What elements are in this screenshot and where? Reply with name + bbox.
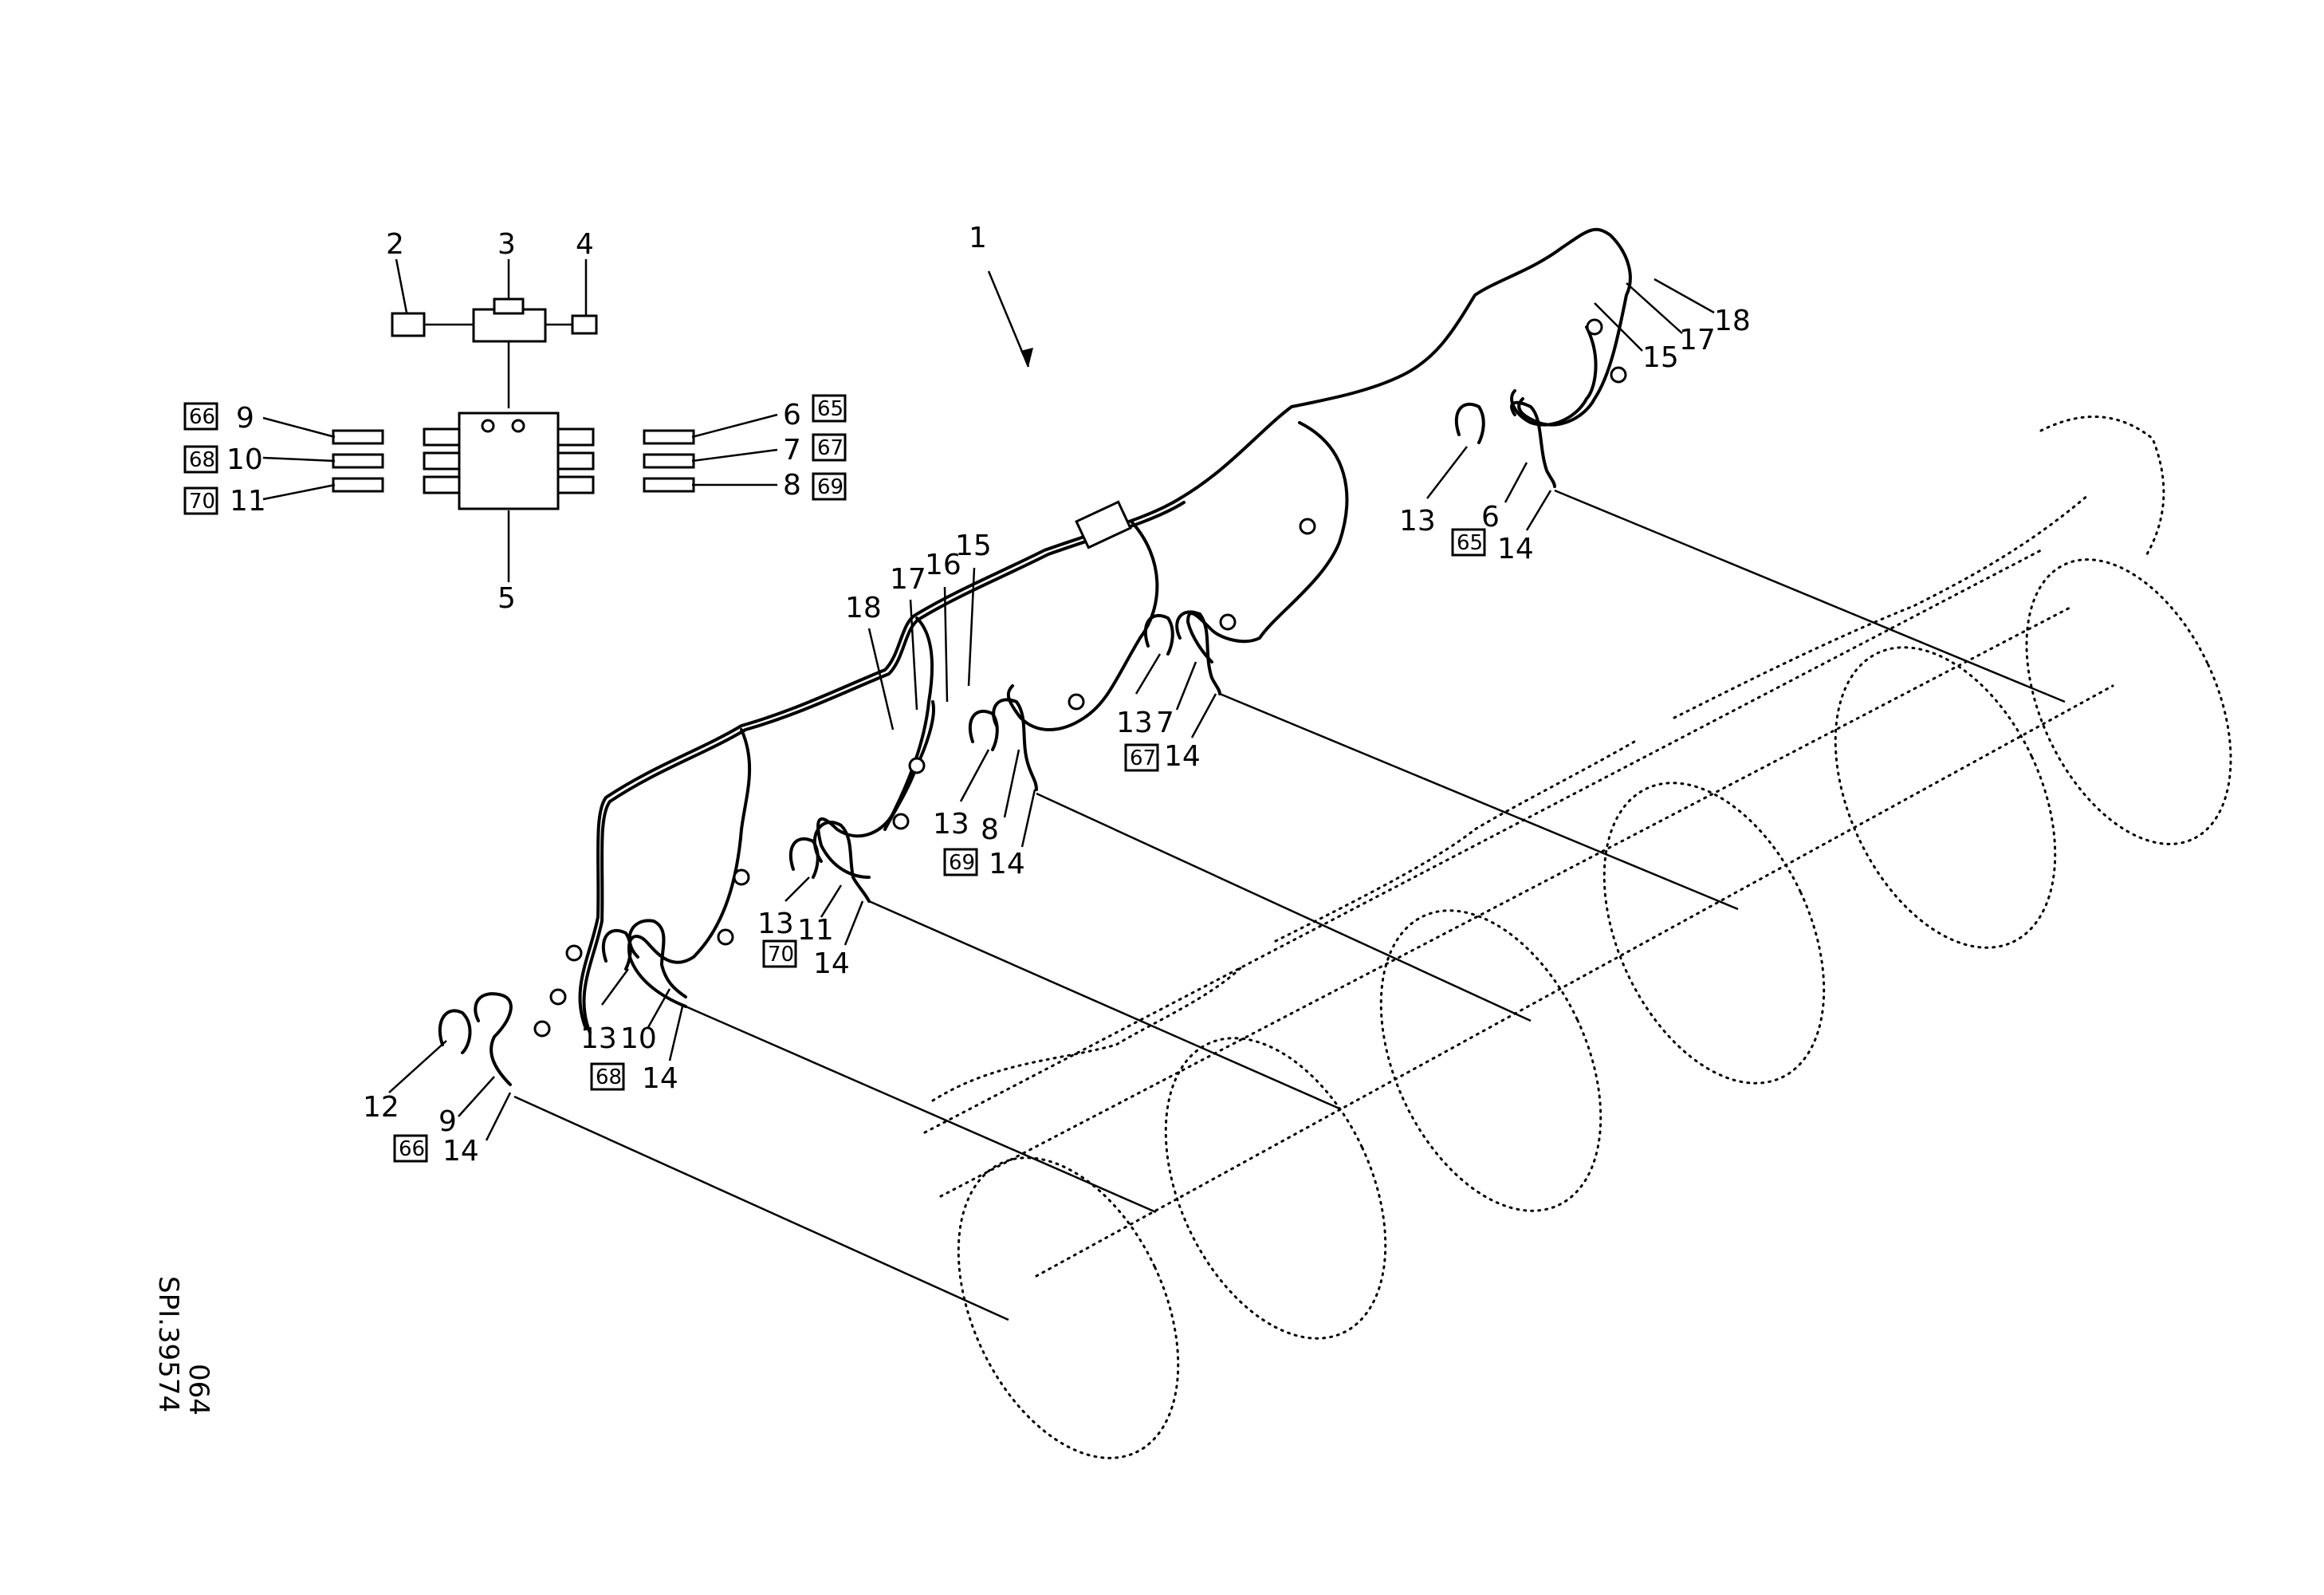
box-70-top: 70 [189, 490, 215, 514]
label-13-67: 13 [1116, 707, 1153, 739]
drawing-code-line2: 064 [183, 1364, 214, 1416]
label-5: 5 [497, 582, 516, 615]
valve-assembly: 2 3 4 5 9 10 11 6 7 8 66 68 70 65 67 69 [183, 228, 847, 615]
label-3: 3 [497, 228, 516, 261]
hook-12 [438, 1009, 472, 1054]
box-66: 66 [399, 1137, 425, 1161]
label-17-mid: 17 [890, 563, 926, 596]
label-2: 2 [386, 228, 404, 261]
label-15-mid: 15 [955, 530, 992, 562]
box-65-top: 65 [817, 397, 843, 421]
harness-callouts: 12 9 66 14 13 10 68 14 13 11 70 14 13 8 … [363, 278, 1751, 1168]
label-11: 11 [797, 914, 834, 947]
label-1: 1 [969, 222, 987, 254]
label-4: 4 [576, 228, 594, 261]
plug-part-4 [571, 314, 598, 335]
box-66-top: 66 [189, 405, 215, 429]
label-13-69: 13 [933, 808, 969, 841]
label-12: 12 [363, 1091, 399, 1124]
box-67: 67 [1130, 746, 1156, 770]
label-14-66: 14 [442, 1135, 479, 1168]
label-9: 9 [438, 1105, 457, 1138]
box-69: 69 [949, 851, 975, 875]
label-8-top: 8 [783, 469, 801, 502]
label-13-68: 13 [580, 1022, 617, 1055]
label-16: 16 [925, 549, 961, 581]
box-67-top: 67 [817, 436, 843, 460]
box-65: 65 [1457, 531, 1483, 555]
label-11-top: 11 [230, 485, 266, 518]
label-13-70: 13 [757, 908, 794, 940]
drawing-code: SPI.39574 064 [152, 1276, 214, 1416]
label-6-top: 6 [783, 399, 801, 431]
label-18-right: 18 [1714, 305, 1751, 337]
label-14-68: 14 [642, 1062, 678, 1095]
box-70: 70 [768, 943, 794, 967]
label-14-70: 14 [813, 947, 850, 980]
adapter-part-2 [391, 312, 426, 337]
label-14-65: 14 [1497, 533, 1534, 565]
hose-harness [438, 227, 1632, 1086]
label-9-top: 9 [236, 402, 254, 435]
hose-junction-block [1075, 500, 1132, 549]
label-15-right: 15 [1642, 341, 1679, 374]
box-68: 68 [596, 1065, 622, 1089]
box-68-top: 68 [189, 448, 215, 472]
label-7-top: 7 [783, 434, 801, 467]
label-7: 7 [1156, 707, 1174, 739]
drawing-code-line1: SPI.39574 [152, 1276, 184, 1412]
box-69-top: 69 [817, 475, 843, 499]
leader-lines [513, 489, 2066, 1321]
label-14-67: 14 [1164, 740, 1201, 773]
label-14-69: 14 [989, 848, 1025, 880]
label-10: 10 [620, 1022, 657, 1055]
mower-frame-outline [923, 415, 2232, 1459]
label-8: 8 [981, 813, 999, 846]
label-13-65: 13 [1399, 505, 1436, 538]
label-18-mid: 18 [845, 592, 882, 624]
valve-block-5 [458, 412, 560, 510]
label-10-top: 10 [226, 443, 263, 476]
label-6: 6 [1481, 501, 1500, 534]
label-17-right: 17 [1679, 324, 1716, 356]
